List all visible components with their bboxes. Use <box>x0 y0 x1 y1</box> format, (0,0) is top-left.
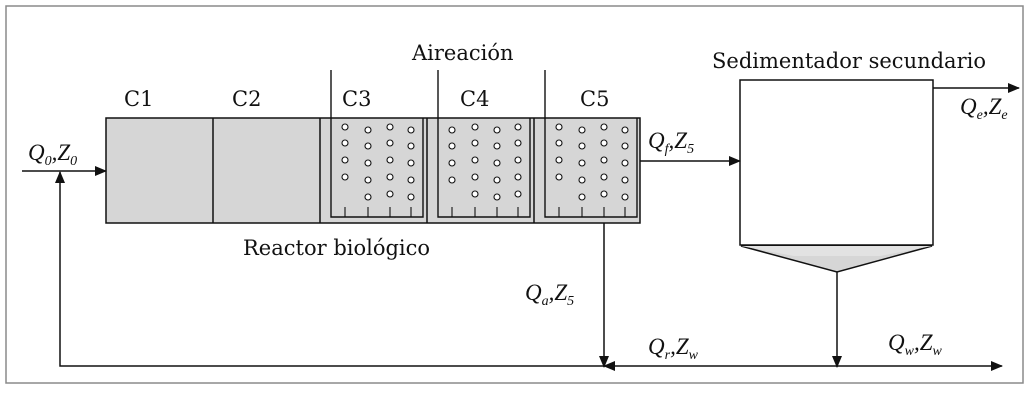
bubble <box>600 190 608 198</box>
bubble <box>493 142 501 150</box>
bubble <box>448 159 456 167</box>
bubble <box>600 173 608 181</box>
aeration-bubbles <box>341 123 629 217</box>
bubble <box>621 176 629 184</box>
compartment-label-c5: C5 <box>580 87 609 111</box>
bubble <box>600 156 608 164</box>
bubble <box>621 159 629 167</box>
bubble <box>448 126 456 134</box>
settler-label: Sedimentador secundario <box>712 49 986 73</box>
reactor-label: Reactor biológico <box>243 236 430 260</box>
feed-flow-label: Qf,Z5 <box>648 128 694 157</box>
bubble <box>386 190 394 198</box>
bubble <box>407 142 415 150</box>
inlet-flow-label: Q0,Z0 <box>28 140 77 169</box>
bubble <box>386 123 394 131</box>
bubble <box>493 193 501 201</box>
internal-flow-label: Qa,Z5 <box>525 280 574 309</box>
bubble <box>514 190 522 198</box>
bubble <box>555 156 563 164</box>
reactor-body <box>105 117 641 224</box>
bubble <box>621 142 629 150</box>
bubble <box>514 123 522 131</box>
recycle-return-arrow <box>55 171 604 367</box>
bubble <box>341 139 349 147</box>
bubble <box>555 139 563 147</box>
bubble <box>471 139 479 147</box>
bubble <box>386 139 394 147</box>
settler-body <box>739 79 934 246</box>
bubble <box>471 123 479 131</box>
aeration-tubes <box>330 70 638 218</box>
compartment-label-c3: C3 <box>342 87 371 111</box>
bubble <box>364 193 372 201</box>
bubble <box>386 173 394 181</box>
bubble <box>600 139 608 147</box>
bubble <box>493 159 501 167</box>
bubble <box>471 156 479 164</box>
bubble <box>471 173 479 181</box>
bubble <box>555 123 563 131</box>
bubble <box>448 142 456 150</box>
bubble <box>407 193 415 201</box>
bubble <box>448 176 456 184</box>
bubble <box>341 123 349 131</box>
bubble <box>386 156 394 164</box>
bubble <box>364 176 372 184</box>
recycle-flow-label: Qr,Zw <box>648 334 699 363</box>
bubble <box>578 159 586 167</box>
bubble <box>341 173 349 181</box>
waste-flow-label: Qw,Zw <box>888 330 943 359</box>
aeration-label: Aireación <box>411 41 514 65</box>
bubble <box>578 176 586 184</box>
bubble <box>555 173 563 181</box>
bubble <box>600 123 608 131</box>
bubble <box>407 159 415 167</box>
compartment-label-c2: C2 <box>232 87 261 111</box>
bubble <box>514 156 522 164</box>
bubble <box>364 159 372 167</box>
compartment-label-c1: C1 <box>124 87 153 111</box>
bubble <box>621 126 629 134</box>
bubble <box>493 126 501 134</box>
bubble <box>578 193 586 201</box>
effluent-flow-label: Qe,Ze <box>960 94 1008 123</box>
bubble <box>364 126 372 134</box>
bubble <box>514 139 522 147</box>
settler-cone-highlight <box>741 246 932 256</box>
bubble <box>364 142 372 150</box>
bubble <box>471 190 479 198</box>
bubble <box>407 126 415 134</box>
bubble <box>578 126 586 134</box>
bubble <box>341 156 349 164</box>
compartment-label-c4: C4 <box>460 87 489 111</box>
bubble <box>493 176 501 184</box>
bubble <box>407 176 415 184</box>
bubble <box>514 173 522 181</box>
bubble <box>578 142 586 150</box>
bubble <box>621 193 629 201</box>
